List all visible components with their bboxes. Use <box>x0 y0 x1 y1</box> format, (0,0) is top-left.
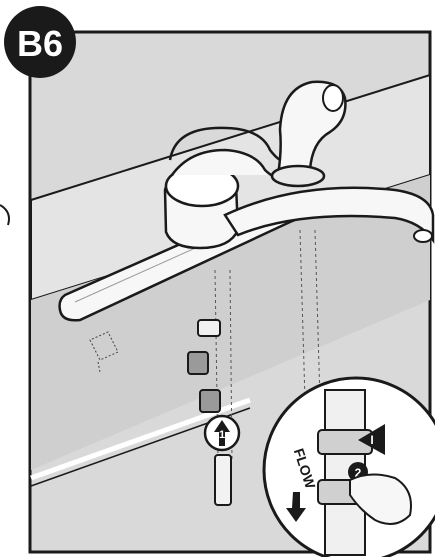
step-1-marker: 1 <box>205 416 239 450</box>
step-badge-label: B6 <box>17 23 63 64</box>
supply-fitting-upper <box>198 320 220 336</box>
supply-line-lower <box>215 455 231 505</box>
supply-nut-left <box>188 352 208 374</box>
edge-fragment <box>0 205 9 225</box>
step-badge: B6 <box>4 6 76 78</box>
step-1-label: 1 <box>219 429 225 441</box>
detail-inset: I 2 FLOW <box>264 378 435 557</box>
spout-aerator <box>414 230 432 242</box>
side-spray-base <box>272 166 324 186</box>
supply-nut-right <box>200 390 220 412</box>
side-spray-nozzle <box>323 85 343 111</box>
connector-arrow-label: I <box>370 433 373 447</box>
